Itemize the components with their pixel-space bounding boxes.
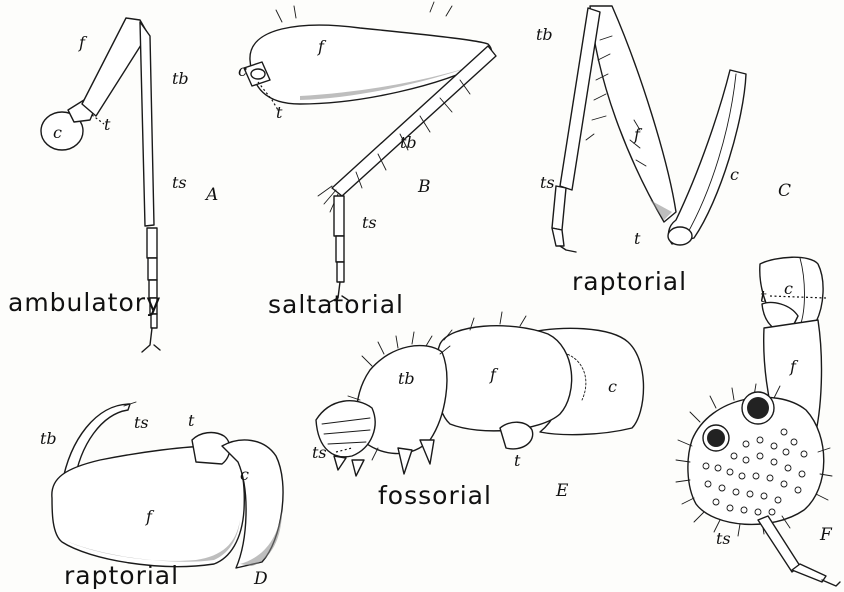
panel-a-letter: A [204,185,218,205]
panel-e-label-trochanter: t [514,451,521,470]
panel-a-femur-shape [82,18,148,116]
panel-c-tibia-shape [560,8,600,190]
panel-f-label-coxa: c [784,279,793,298]
panel-a-label-coxa: c [53,123,62,142]
panel-d-label-tarsus: ts [134,413,149,432]
panel-e-caption: fossorial [378,481,492,510]
panel-a-label-tarsus: ts [172,173,187,192]
panel-d-label-tibia: tb [40,429,57,448]
panel-c-label-tibia: tb [536,25,553,44]
panel-e-label-tarsus: ts [312,443,327,462]
panel-e-label-tibia: tb [398,369,415,388]
panel-c-label-trochanter: t [634,229,641,248]
panel-b-tarsus-shape [330,196,348,302]
panel-a-label-tibia: tb [172,69,189,88]
panel-b-label-tibia: tb [400,133,417,152]
panel-b-letter: B [417,177,431,197]
panel-c-label-coxa: c [730,165,739,184]
panel-c-letter: C [778,181,791,201]
panel-f-leg: c t f ts F [676,257,840,586]
panel-c-label-tarsus: ts [540,173,555,192]
panel-d-label-coxa: c [240,465,249,484]
panel-e-trochanter-shape [500,422,533,449]
panel-c-trochanter-shape [668,227,692,245]
panel-e-femur-shape [435,326,571,431]
panel-a-caption: ambulatory [8,288,162,317]
panel-a-trochanter-leader [92,115,104,124]
panel-c-femur-shape [590,6,676,222]
panel-b-caption: saltatorial [268,290,404,319]
panel-d-raptorial-leg: tb ts t f c D raptorial [40,402,283,590]
panel-b-label-tarsus: ts [362,213,377,232]
panel-d-letter: D [253,569,268,589]
panel-f-label-tarsus: ts [716,529,731,548]
panel-d-caption: raptorial [64,561,179,590]
panel-c-tarsus-shape [552,186,576,252]
panel-d-label-trochanter: t [188,411,195,430]
panel-b-label-coxa: c [238,61,247,80]
panel-b-trochanter-shape [251,69,265,79]
panel-e-label-coxa: c [608,377,617,396]
panel-e-letter: E [555,481,569,501]
panel-a-ambulatory-leg: c t f tb ts A ambulatory [8,18,218,352]
panel-a-label-femur: f [78,33,88,52]
panel-a-tibia-shape [140,22,154,226]
panel-a-label-trochanter: t [104,115,111,134]
panel-c-coxa-shape [669,70,746,244]
panel-c-caption: raptorial [572,267,687,296]
panel-f-label-trochanter: t [760,287,767,306]
panel-f-letter: F [819,525,833,545]
panel-b-saltatorial-leg: c t f tb ts B saltatorial [238,2,496,319]
panel-c-raptorial-leg: tb ts f c t C raptorial [536,6,791,296]
panel-b-label-trochanter: t [276,103,283,122]
panel-e-fossorial-leg: tb f c ts t E fossorial [312,312,644,510]
